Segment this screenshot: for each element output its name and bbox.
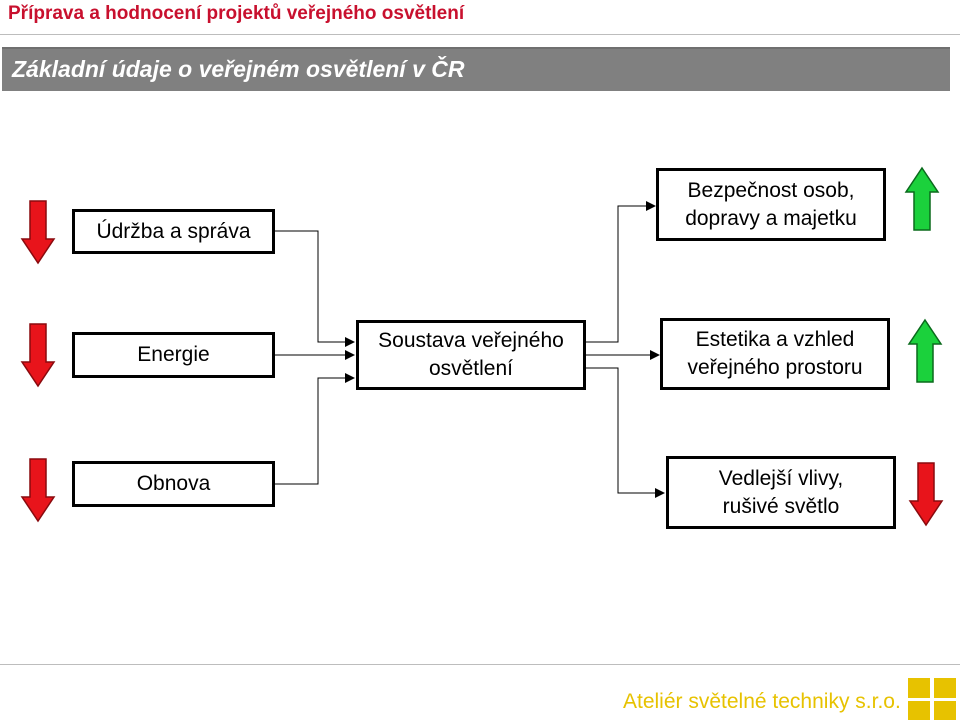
node-energie: Energie xyxy=(72,332,275,378)
node-bezpecnost: Bezpečnost osob, dopravy a majetku xyxy=(656,168,886,241)
connector-vedlejsi xyxy=(585,367,665,498)
node-obnova: Obnova xyxy=(72,461,275,507)
subtitle-bar: Základní údaje o veřejném osvětlení v ČR xyxy=(2,47,950,91)
title-divider xyxy=(0,34,960,35)
company-logo-icon xyxy=(908,678,956,720)
footer-divider xyxy=(0,664,960,665)
arrow-down-icon xyxy=(20,323,56,388)
arrow-up-icon xyxy=(907,318,943,383)
slide-subtitle: Základní údaje o veřejném osvětlení v ČR xyxy=(12,56,465,82)
presentation-title: Příprava a hodnocení projektů veřejného … xyxy=(8,3,465,24)
node-udrzba-a-sprava: Údržba a správa xyxy=(72,209,275,254)
footer-company-name: Ateliér světelné techniky s.r.o. xyxy=(623,690,901,713)
node-soustava-verejneho-osvetleni: Soustava veřejného osvětlení xyxy=(356,320,586,390)
arrow-down-icon xyxy=(20,200,56,265)
node-vedlejsi-vlivy: Vedlejší vlivy, rušivé světlo xyxy=(666,456,896,529)
node-estetika: Estetika a vzhled veřejného prostoru xyxy=(660,318,890,390)
connector-obnova xyxy=(274,373,355,485)
arrow-down-icon xyxy=(908,462,944,527)
connector-udrzba xyxy=(274,230,355,347)
arrow-up-icon xyxy=(904,166,940,231)
connector-bezpecnost xyxy=(585,201,656,343)
arrow-down-icon xyxy=(20,458,56,523)
